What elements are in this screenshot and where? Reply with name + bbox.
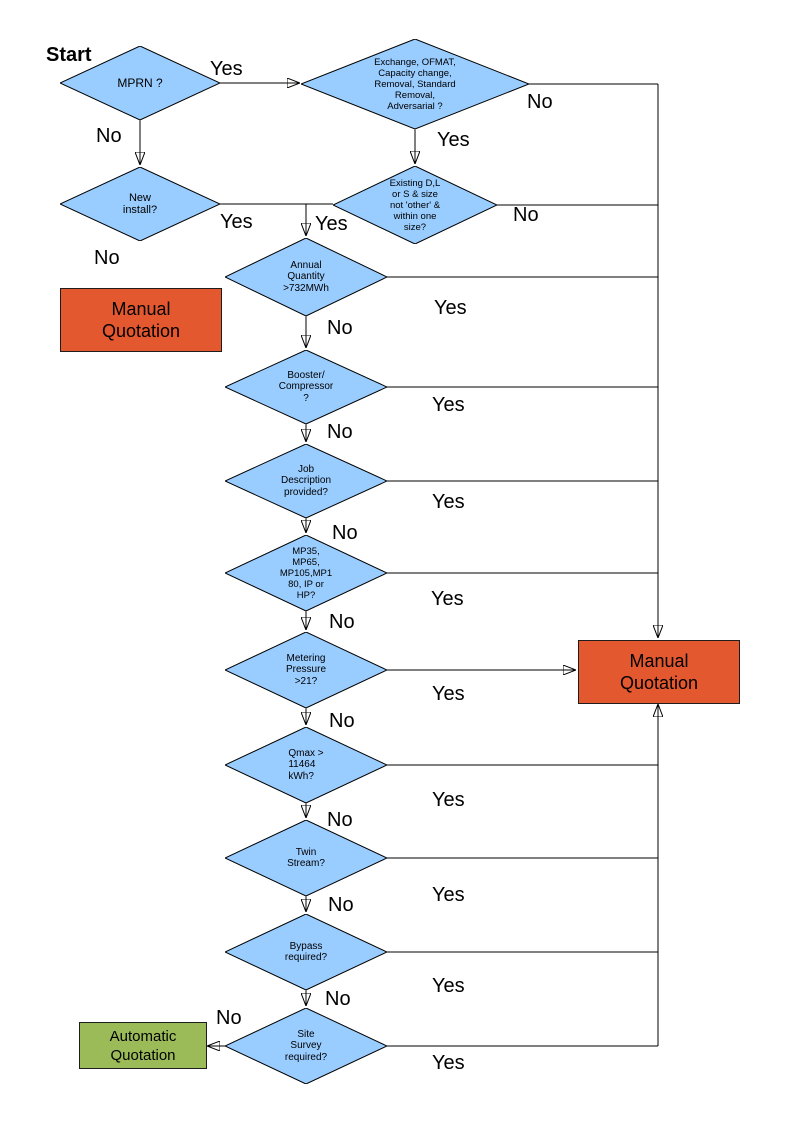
decision-metering-pressure: Metering Pressure >21?: [225, 632, 387, 708]
diamond-shape: [225, 820, 387, 896]
edge-label-annual-no: No: [327, 317, 353, 339]
diamond-shape: [225, 914, 387, 990]
decision-bypass-label: Bypass required?: [284, 940, 328, 964]
decision-existing: Existing D,L or S & size not 'other' & w…: [333, 166, 497, 244]
edge-label-mp-no: No: [329, 611, 355, 633]
decision-mp-pressure-tier-label: MP35, MP65, MP105,MP1 80, IP or HP?: [279, 545, 333, 601]
edge-label-booster-no: No: [327, 421, 353, 443]
decision-booster-label: Booster/ Compressor ?: [278, 369, 334, 404]
diamond-shape: [301, 39, 529, 129]
edge-label-mprn-yes: Yes: [210, 58, 243, 80]
edge-label-survey-yes: Yes: [432, 1052, 465, 1074]
edge-label-existing-yes: Yes: [315, 213, 348, 235]
edge-label-bypass-yes: Yes: [432, 975, 465, 997]
diamond-shape: [225, 632, 387, 708]
edge-label-new-install-no: No: [94, 247, 120, 269]
diamond-shape: [225, 350, 387, 424]
decision-job-description-label: Job Description provided?: [280, 463, 332, 498]
decision-exchange-label: Exchange, OFMAT, Capacity change, Remova…: [374, 56, 456, 112]
edge-label-new-install-yes: Yes: [220, 211, 253, 233]
decision-mp-pressure-tier: MP35, MP65, MP105,MP1 80, IP or HP?: [225, 535, 387, 611]
edge-label-twin-no: No: [328, 894, 354, 916]
edge-label-job-yes: Yes: [432, 491, 465, 513]
edge-label-mprn-no: No: [96, 125, 122, 147]
decision-bypass: Bypass required?: [225, 914, 387, 990]
decision-site-survey-label: Site Survey required?: [284, 1028, 328, 1063]
diamond-shape: [225, 535, 387, 611]
decision-twin-stream: Twin Stream?: [225, 820, 387, 896]
decision-new-install-label: New install?: [122, 191, 158, 217]
decision-mprn: MPRN ?: [60, 46, 220, 120]
decision-metering-pressure-label: Metering Pressure >21?: [285, 652, 326, 687]
edge-label-qmax-yes: Yes: [432, 789, 465, 811]
decision-annual-quantity: Annual Quantity >732MWh: [225, 238, 387, 316]
start-label: Start: [46, 44, 92, 66]
edge-label-bypass-no: No: [325, 988, 351, 1010]
edge-label-job-no: No: [332, 522, 358, 544]
decision-qmax: Qmax > 11464 kWh?: [225, 727, 387, 803]
edge-label-annual-yes: Yes: [434, 297, 467, 319]
decision-exchange: Exchange, OFMAT, Capacity change, Remova…: [301, 39, 529, 129]
edge-label-twin-yes: Yes: [432, 884, 465, 906]
edge-label-qmax-no: No: [327, 809, 353, 831]
edge-label-mp-yes: Yes: [431, 588, 464, 610]
edge-label-exchange-no: No: [527, 91, 553, 113]
edge-label-metering-yes: Yes: [432, 683, 465, 705]
edge-label-exchange-yes: Yes: [437, 129, 470, 151]
diamond-shape: [225, 444, 387, 518]
decision-booster: Booster/ Compressor ?: [225, 350, 387, 424]
diamond-shape: [60, 46, 220, 120]
edge-label-survey-no: No: [216, 1007, 242, 1029]
diamond-shape: [333, 166, 497, 244]
edge-label-existing-no: No: [513, 204, 539, 226]
decision-site-survey: Site Survey required?: [225, 1008, 387, 1084]
decision-annual-quantity-label: Annual Quantity >732MWh: [283, 259, 329, 294]
decision-mprn-label: MPRN ?: [117, 76, 163, 90]
terminal-automatic-quotation: Automatic Quotation: [79, 1022, 207, 1069]
diamond-shape: [225, 1008, 387, 1084]
decision-job-description: Job Description provided?: [225, 444, 387, 518]
decision-twin-stream-label: Twin Stream?: [287, 846, 325, 870]
diamond-shape: [225, 727, 387, 803]
decision-existing-label: Existing D,L or S & size not 'other' & w…: [389, 177, 441, 233]
terminal-manual-quotation-left: Manual Quotation: [60, 288, 222, 352]
terminal-manual-quotation-right: Manual Quotation: [578, 640, 740, 704]
edge-label-metering-no: No: [329, 710, 355, 732]
diamond-shape: [60, 167, 220, 241]
decision-new-install: New install?: [60, 167, 220, 241]
diamond-shape: [225, 238, 387, 316]
decision-qmax-label: Qmax > 11464 kWh?: [288, 747, 324, 782]
edge-label-booster-yes: Yes: [432, 394, 465, 416]
